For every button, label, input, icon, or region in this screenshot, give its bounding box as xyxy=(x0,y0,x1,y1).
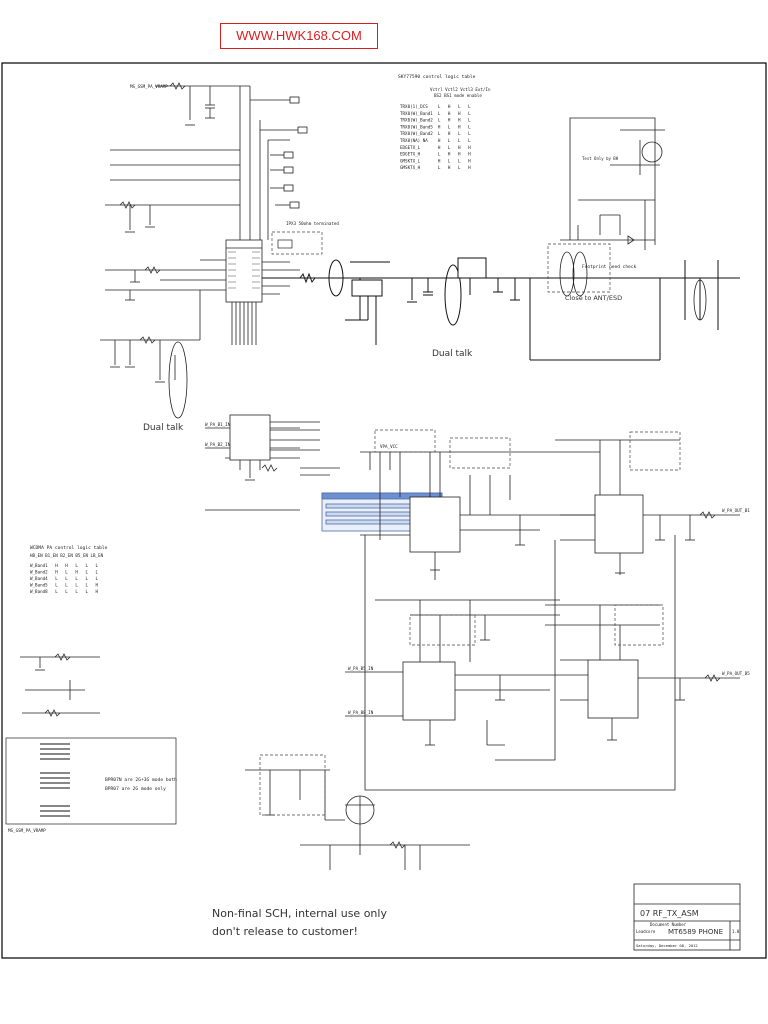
dual-talk-mid-label: Dual talk xyxy=(432,349,473,359)
pa2-supply-dashed xyxy=(629,431,681,471)
test-only-label: Test Only by BH xyxy=(582,156,619,161)
wcdma-logic-table: WCDMA PA control logic table HB_EN B1_EN… xyxy=(30,545,108,594)
skyt-row: TRX0(W)_Band2 L H L L xyxy=(400,131,471,136)
title-block-doc-label: Document Number xyxy=(650,922,687,927)
wcdma-pa-chip-4 xyxy=(545,604,740,741)
net-labels: MS_GSM_PA_VRAMP MS_GSM_PA_VRAMP W_PA_B1_… xyxy=(8,84,750,833)
wcdma-input-block xyxy=(205,414,340,511)
pa4-supply-dashed xyxy=(614,604,664,646)
main-rf-line xyxy=(262,257,740,361)
title-block-date: Saturday, December 08, 2012 xyxy=(636,943,698,948)
left-bus-lines xyxy=(40,743,70,817)
asm-chip xyxy=(200,239,340,345)
asm-chip-pins xyxy=(228,251,260,289)
wcdma-pa-chip-3 xyxy=(345,599,600,746)
dual-talk-left-label: Dual talk xyxy=(143,423,184,433)
warning-line-1: Non-final SCH, internal use only xyxy=(212,907,387,920)
svg-text:HB_EN B1_EN B2_EN B5_EN LB_EN: HB_EN B1_EN B2_EN B5_EN LB_EN xyxy=(30,553,104,558)
top-left-pin-boxes xyxy=(283,96,308,209)
mosfet-dashed-box xyxy=(259,754,326,816)
watermark-banner: WWW.HWK168.COM xyxy=(220,23,378,49)
title-block-rev: 1.0 xyxy=(732,929,740,934)
skyt-row: TRX0(W)_Band1 L H H L xyxy=(400,111,471,116)
sheet-border xyxy=(1,62,767,959)
test-switch-block xyxy=(560,117,665,250)
svg-text:W_PA_B5_IN: W_PA_B5_IN xyxy=(348,666,374,671)
svg-text:W_PA_B1_IN: W_PA_B1_IN xyxy=(205,422,231,427)
svg-text:WCDMA PA control logic table: WCDMA PA control logic table xyxy=(30,545,108,551)
wcdma-pa-chip-2 xyxy=(555,439,740,575)
skyt-logic-table: SKY77590 control logic table Vctrl Vctl2… xyxy=(398,74,491,170)
wcdma-row: W_Band2 H L H L L xyxy=(30,570,99,575)
left-power-network xyxy=(20,653,100,717)
svg-text:MS_GSM_PA_VRAMP: MS_GSM_PA_VRAMP xyxy=(8,828,46,833)
left-input-network xyxy=(100,266,201,383)
svg-text:Vctrl Vctl2 Vctl3 Ext/In: Vctrl Vctl2 Vctl3 Ext/In xyxy=(430,87,491,92)
wcdma-row: W_Band8 L L L L H xyxy=(30,589,99,594)
svg-text:BS2 BS1 mode enable: BS2 BS1 mode enable xyxy=(434,93,482,98)
pa3-supply-dashed xyxy=(409,614,476,646)
svg-text:W_PA_OUT_B1: W_PA_OUT_B1 xyxy=(722,508,750,513)
ipx3-label: IPX3 50ohm terminated xyxy=(286,221,339,226)
warning-line-2: don't release to customer! xyxy=(212,925,358,938)
mosfet-switch-block xyxy=(245,769,470,870)
gsm-mode-box xyxy=(5,737,177,825)
footprint-ring-2 xyxy=(572,251,588,297)
skyt-row: GMSKTX_L H L L H xyxy=(400,158,471,163)
footprint-label: Footprint need check xyxy=(582,264,636,270)
title-block xyxy=(633,883,741,951)
svg-text:SKY77590 control logic table: SKY77590 control logic table xyxy=(398,74,476,80)
gsm-note-2: BPR07 are 2G mode only xyxy=(105,786,166,792)
svg-text:VPA_VCC: VPA_VCC xyxy=(380,444,398,449)
svg-text:W_PA_B8_IN: W_PA_B8_IN xyxy=(348,710,374,715)
skyt-row: TRX0(NA) NA H L L L xyxy=(400,138,471,143)
gsm-note-1: BPR07N are 2G+3G mode both xyxy=(105,777,177,783)
title-block-title: 07 RF_TX_ASM xyxy=(640,909,699,918)
skyt-row: TRX0(1)_DCS L H L L xyxy=(400,104,471,109)
skyt-row: GMSKTX_H L H L H xyxy=(400,165,471,170)
feedback-wire xyxy=(364,535,676,791)
footprint-ring-1 xyxy=(559,251,575,297)
antenna-switch-dashed xyxy=(547,243,611,293)
title-block-company: Leadcore xyxy=(636,929,656,934)
pa1-supply-dashed-1 xyxy=(374,429,436,453)
skyt-row: EDGETX_L H L H H xyxy=(400,145,471,150)
antenna-ring xyxy=(693,279,707,321)
close-to-ant-label: Close to ANT/ESD xyxy=(565,294,622,302)
skyt-row: TRX0(W)_Band5 H L H L xyxy=(400,124,471,129)
wcdma-row: W_Band5 L L L L H xyxy=(30,583,99,588)
svg-text:W_PA_OUT_B5: W_PA_OUT_B5 xyxy=(722,671,750,676)
dual-talk-ring-left xyxy=(168,341,188,419)
wcdma-row: W_Band1 H H L L L xyxy=(30,563,99,568)
skyt-row: TRX0(W)_Band2 L H H L xyxy=(400,118,471,123)
svg-text:MS_GSM_PA_VRAMP: MS_GSM_PA_VRAMP xyxy=(130,84,168,89)
svg-text:W_PA_B2_IN: W_PA_B2_IN xyxy=(205,442,231,447)
title-block-doc: MT6589 PHONE xyxy=(668,928,723,936)
ipx3-dashed-box xyxy=(271,231,323,255)
top-left-control-block xyxy=(105,82,298,240)
skyt-row: EDGETX_H L H H H xyxy=(400,152,471,157)
wcdma-row: W_Band4 L L L L L xyxy=(30,576,99,581)
pa1-supply-dashed-2 xyxy=(449,437,511,469)
